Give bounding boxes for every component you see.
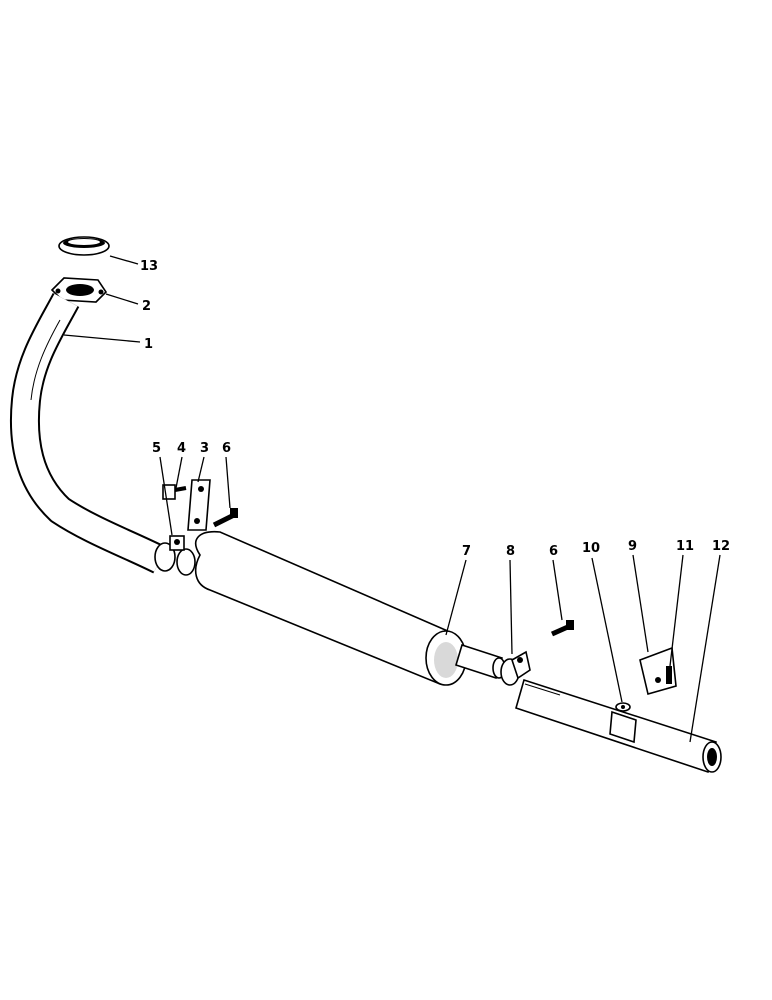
front-bolt [212,508,238,528]
callout-8: 8 [506,544,515,559]
callout-11: 11 [676,539,694,554]
leader-lines [63,255,721,743]
callout-labels: 13 2 1 5 4 3 6 7 8 6 10 9 11 12 [140,259,730,559]
mid-clamp [500,650,531,686]
callout-12: 12 [712,539,730,554]
callout-7: 7 [462,544,471,559]
silencer [194,530,467,686]
callout-5: 5 [152,441,161,456]
rear-bolt [666,666,672,684]
callout-13: 13 [140,259,158,274]
callout-4: 4 [177,441,186,456]
callout-10: 10 [582,541,600,556]
callout-1: 1 [144,337,153,352]
callout-9: 9 [628,539,637,554]
callout-6-rear: 6 [549,544,558,559]
callout-6-front: 6 [222,441,231,456]
rear-clamp [609,702,637,744]
callout-3: 3 [200,441,209,456]
flange [50,277,108,303]
front-pipe-clamp [154,535,196,576]
front-pipe [9,292,167,574]
callout-2: 2 [142,299,151,314]
mid-bolt [550,620,574,637]
gasket-ring [58,236,110,256]
strap-hanger [187,479,211,531]
